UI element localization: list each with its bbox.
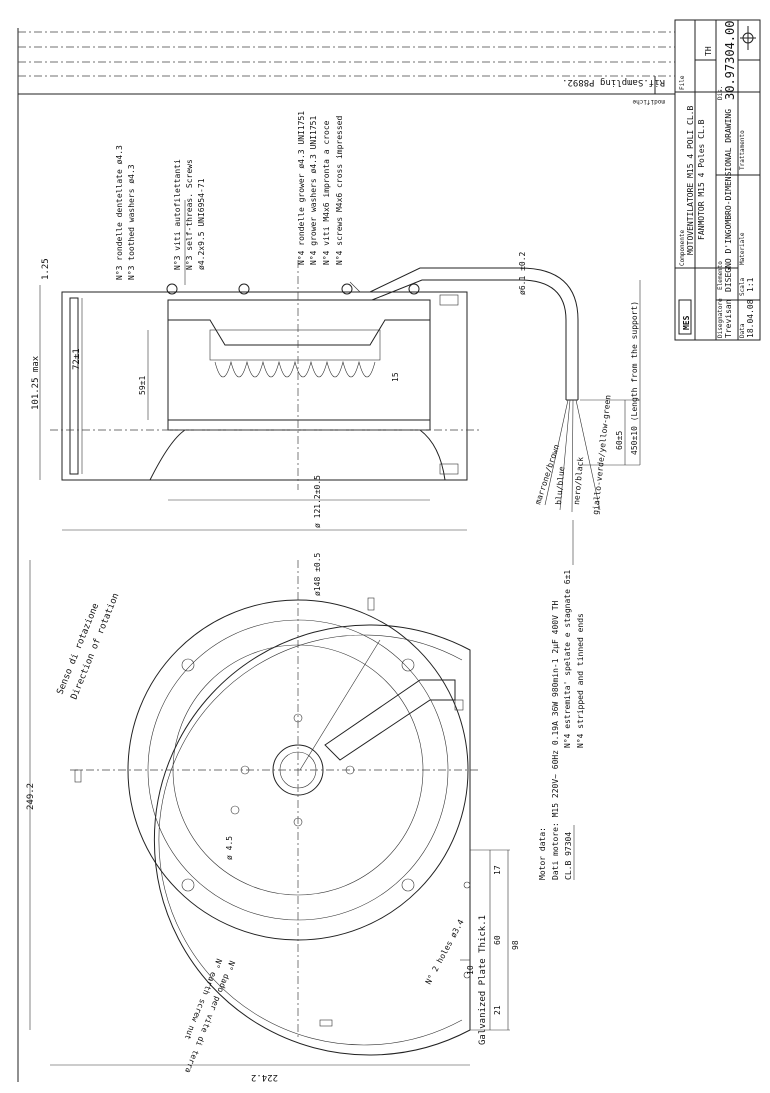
dim-72: 72±1 [72, 348, 82, 370]
dim-121-2: ø 121.2±0.5 [313, 475, 322, 528]
projection-symbol-icon [740, 26, 756, 50]
dim-17: 17 [493, 865, 502, 875]
designer-label: Disegnatore [717, 298, 724, 338]
dim-1-25: 1.25 [41, 258, 51, 280]
ends-note-en: N°4 stripped and tinned ends [576, 613, 585, 748]
title-en: FANMOTOR M15 4 Poles CL.B [697, 119, 706, 240]
dim-wire-length: 60±5 [615, 431, 624, 450]
dim-10: 10 [466, 965, 475, 975]
note-m4-it: N°4 viti M4x6 impronta a croce [322, 120, 331, 265]
dim-cable-diameter: ø6.1 ±0.2 [518, 251, 527, 295]
note-grower-en: N°4 grower washers ø4.3 UNI1751 [309, 116, 318, 265]
title-it: MOTOVENTILATORE M15 4 POLI CL.B [686, 106, 695, 255]
scale: 1:1 [746, 277, 755, 292]
dim-60: 60 [493, 935, 502, 945]
description-label: Componente [679, 229, 686, 266]
wire-blue: blu/blue [554, 466, 566, 505]
drawing-number: 30.97304.00 [723, 21, 737, 100]
dim-height: 249.2 [26, 783, 36, 810]
dim-101-25: 101.25 max [31, 355, 41, 410]
dim-148: ø148 ±0.5 [313, 552, 322, 596]
front-view [29, 560, 510, 1066]
note-toothed-washers-it: N°3 rondelle dentellate ø4.3 [115, 145, 124, 280]
designer: Trevisan [724, 299, 733, 338]
note-screws-it: N°3 viti autofilettanti [173, 159, 182, 270]
drawing-type: DISEGNO D'INGOMBRO-DIMENSIONAL DRAWING [724, 109, 733, 292]
motor-fins [214, 360, 376, 378]
company-logo-text: MES [682, 315, 691, 330]
date: 18.04.08 [746, 299, 755, 338]
date-label: Data [739, 323, 746, 338]
material-label: Materiale [739, 232, 746, 265]
title-block [674, 19, 761, 341]
side-view [39, 200, 641, 531]
reference-note: Rif.Sampling P8892. [562, 77, 665, 87]
motor-class: CL.B 97304 [564, 832, 573, 880]
scale-label: Scala [739, 278, 746, 296]
drawing-number-label: Dis. [717, 86, 724, 100]
dim-width: 224.2 [251, 1072, 278, 1082]
note-screws-en: N°3 self-threas. Screws [185, 159, 194, 270]
motor-data: Dati motore: M15 220V~ 60Hz 0.19A 36W 98… [551, 600, 560, 880]
plate-note: Galvanized Plate Thick.1 [478, 915, 488, 1045]
dim-15: 15 [391, 372, 400, 382]
sign: TH [704, 46, 713, 56]
note-screws-spec: ø4.2x9.5 UNI6954-71 [197, 178, 206, 270]
drawing-frame [17, 28, 675, 1082]
modifications-label: modifiche [632, 98, 665, 105]
note-m4-en: N°4 screws M4x6 cross impressed [335, 116, 344, 265]
dim-59: 59±1 [138, 376, 147, 395]
wire-black: nero/black [572, 456, 585, 505]
motor-data-label: Motor data: [538, 827, 547, 880]
holes-note: N° 2 holes ø3.4 [424, 918, 466, 986]
note-toothed-washers-en: N°3 toothed washers ø4.3 [127, 164, 136, 280]
drawing-type-label: Elemento [717, 261, 724, 290]
dim-98: 98 [511, 940, 520, 950]
dim-21: 21 [493, 1005, 502, 1015]
ends-note-it: N°4 estremita' spelate e stagnate 6±1 [563, 570, 572, 748]
company-logo: MES [678, 299, 692, 335]
note-grower-it: N°4 rondelle grower ø4.3 UNI1751 [297, 111, 306, 265]
treatment-label: Trattamento [739, 130, 746, 170]
wire-yellow-green: giallo-verde/yellow-green [591, 394, 613, 515]
file-label: File [679, 75, 686, 90]
dim-cable-length: 450±10 (Length from the support) [630, 301, 639, 455]
dim-hole: ø 4.5 [225, 836, 234, 860]
